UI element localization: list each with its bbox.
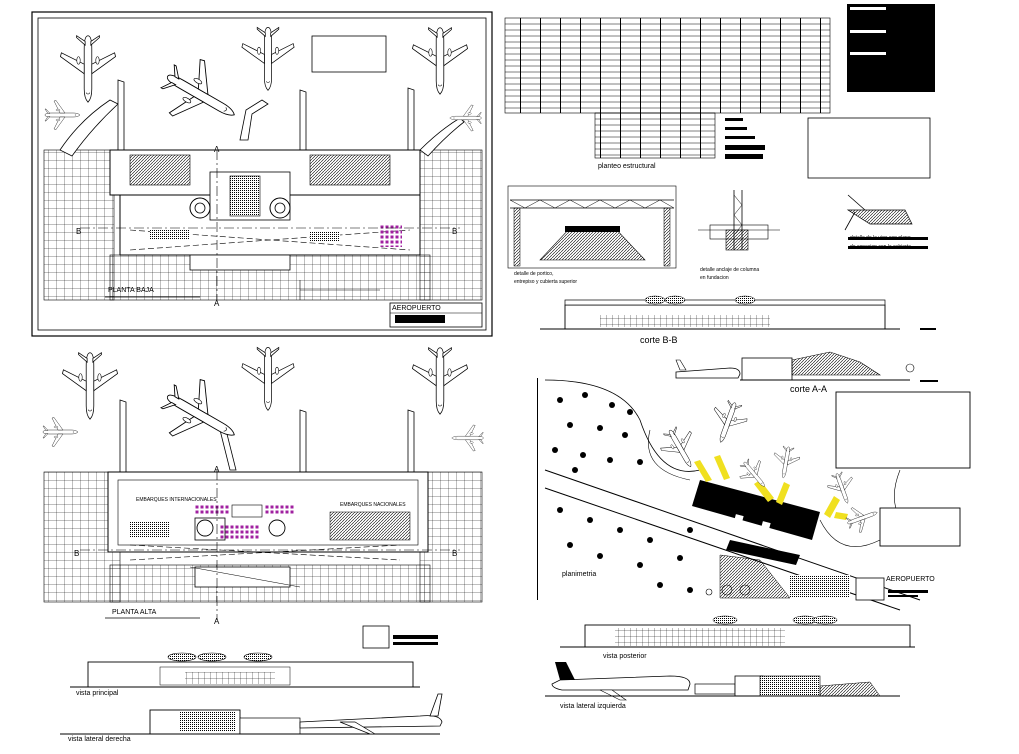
- detalle-viga-drawing: [844, 194, 928, 249]
- planta-baja-title: PLANTA BAJA: [108, 287, 154, 294]
- detalle-viga-label-2: de conexion con la cubierta: [850, 244, 911, 250]
- corte-aa-drawing: [675, 351, 971, 469]
- detalle-anclaje-label: detalle anclaje de columna: [700, 267, 760, 273]
- detalle-portico-label: detalle de portico,: [514, 271, 554, 277]
- planta-baja-drawing: [31, 11, 493, 337]
- title-block-pb: AEROPUERTO: [392, 305, 441, 312]
- vista-principal-label: vista principal: [76, 690, 119, 697]
- planimetria-drawing: [537, 378, 961, 611]
- pa-cut-b-right: B: [452, 549, 457, 558]
- vista-lateral-izquierda-label: vista lateral izquierda: [560, 703, 626, 710]
- corte-aa-label: corte A-A: [790, 384, 828, 394]
- planimetria-label: planimetria: [562, 571, 597, 578]
- pb-cut-a-top: A: [214, 145, 220, 154]
- vista-lateral-derecha-label: vista lateral derecha: [68, 736, 131, 743]
- title-block-planimetria: AEROPUERTO: [886, 576, 935, 583]
- planta-alta-drawing: [42, 347, 484, 649]
- vista-posterior-label: vista posterior: [603, 653, 647, 660]
- embarques-nacionales-label: EMBARQUES NACIONALES: [340, 502, 406, 508]
- planta-alta-title: PLANTA ALTA: [112, 609, 157, 616]
- detalle-anclaje-label-2: en fundacion: [700, 275, 729, 281]
- corte-bb-drawing: [540, 295, 936, 330]
- pb-cut-a-bot: A: [214, 299, 220, 308]
- pb-cut-b-right: B: [452, 227, 457, 236]
- detalle-viga-label: detalle de la viga con plano: [850, 235, 911, 241]
- vista-lateral-izquierda-drawing: [545, 662, 900, 701]
- vista-principal-drawing: [70, 652, 420, 688]
- pb-cut-b-left: B: [76, 227, 81, 236]
- detalle-portico-label-2: entrepiso y cubierta superior: [514, 279, 578, 285]
- vista-posterior-drawing: [560, 615, 915, 648]
- detalle-anclaje-drawing: [698, 190, 780, 251]
- embarques-internacionales-label: EMBARQUES INTERNACIONALES: [136, 497, 217, 503]
- vista-lateral-derecha-drawing: [60, 693, 443, 735]
- planteo-estructural-label: planteo estructural: [598, 163, 656, 170]
- planteo-estructural-drawing: [504, 4, 935, 179]
- detalle-portico-drawing: [507, 185, 677, 269]
- pa-cut-a-bot: A: [214, 617, 220, 626]
- pa-cut-b-left: B: [74, 549, 79, 558]
- pa-cut-a-top: A: [214, 465, 220, 474]
- corte-bb-label: corte B-B: [640, 335, 678, 345]
